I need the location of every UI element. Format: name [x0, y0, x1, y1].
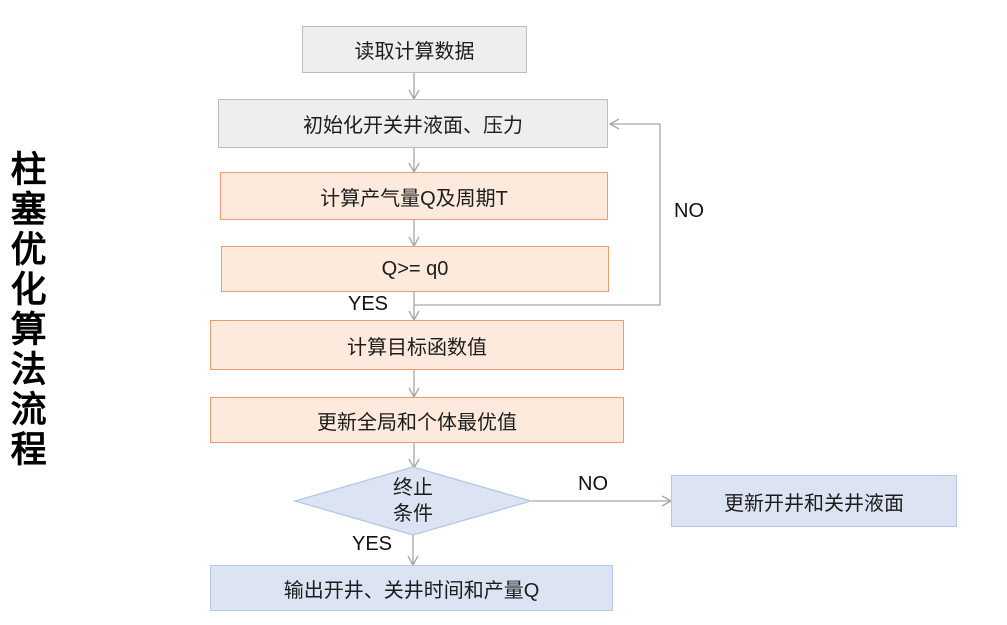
node-compute-q-t: 计算产气量Q及周期T [220, 172, 608, 220]
node-update-best: 更新全局和个体最优值 [210, 397, 624, 443]
node-output-label: 输出开井、关井时间和产量Q [283, 579, 540, 602]
node-objective-value-label: 计算目标函数值 [347, 336, 487, 359]
node-terminate-condition-label: 终止 条件 [295, 467, 531, 535]
node-q-check-label: Q>= q0 [381, 257, 449, 280]
node-terminate-condition-shape [292, 466, 534, 536]
node-objective-value: 计算目标函数值 [210, 320, 624, 370]
page-title: 柱塞优化算法流程 [5, 150, 47, 470]
terminate-condition-line2: 条件 [393, 503, 433, 525]
node-compute-q-t-label: 计算产气量Q及周期T [320, 187, 508, 210]
node-q-check: Q>= q0 [221, 246, 609, 292]
node-update-levels-label: 更新开井和关井液面 [724, 492, 904, 515]
node-initialize-label: 初始化开关井液面、压力 [303, 115, 523, 137]
node-read-data: 读取计算数据 [302, 26, 527, 73]
terminate-condition-line1: 终止 [393, 477, 433, 499]
edge-label-yes-continue: YES [348, 293, 389, 315]
edge-label-no-loop: NO [674, 200, 704, 222]
arrowhead-left-icon [608, 118, 620, 130]
node-read-data-label: 读取计算数据 [354, 41, 475, 63]
edge-label-no-terminate: NO [578, 473, 608, 495]
node-initialize: 初始化开关井液面、压力 [218, 99, 608, 148]
connector-no-feedback-loop [414, 123, 661, 306]
edge-label-yes-terminate: YES [352, 533, 393, 555]
node-output: 输出开井、关井时间和产量Q [210, 565, 613, 611]
node-update-levels: 更新开井和关井液面 [671, 475, 957, 527]
node-update-best-label: 更新全局和个体最优值 [317, 411, 517, 434]
